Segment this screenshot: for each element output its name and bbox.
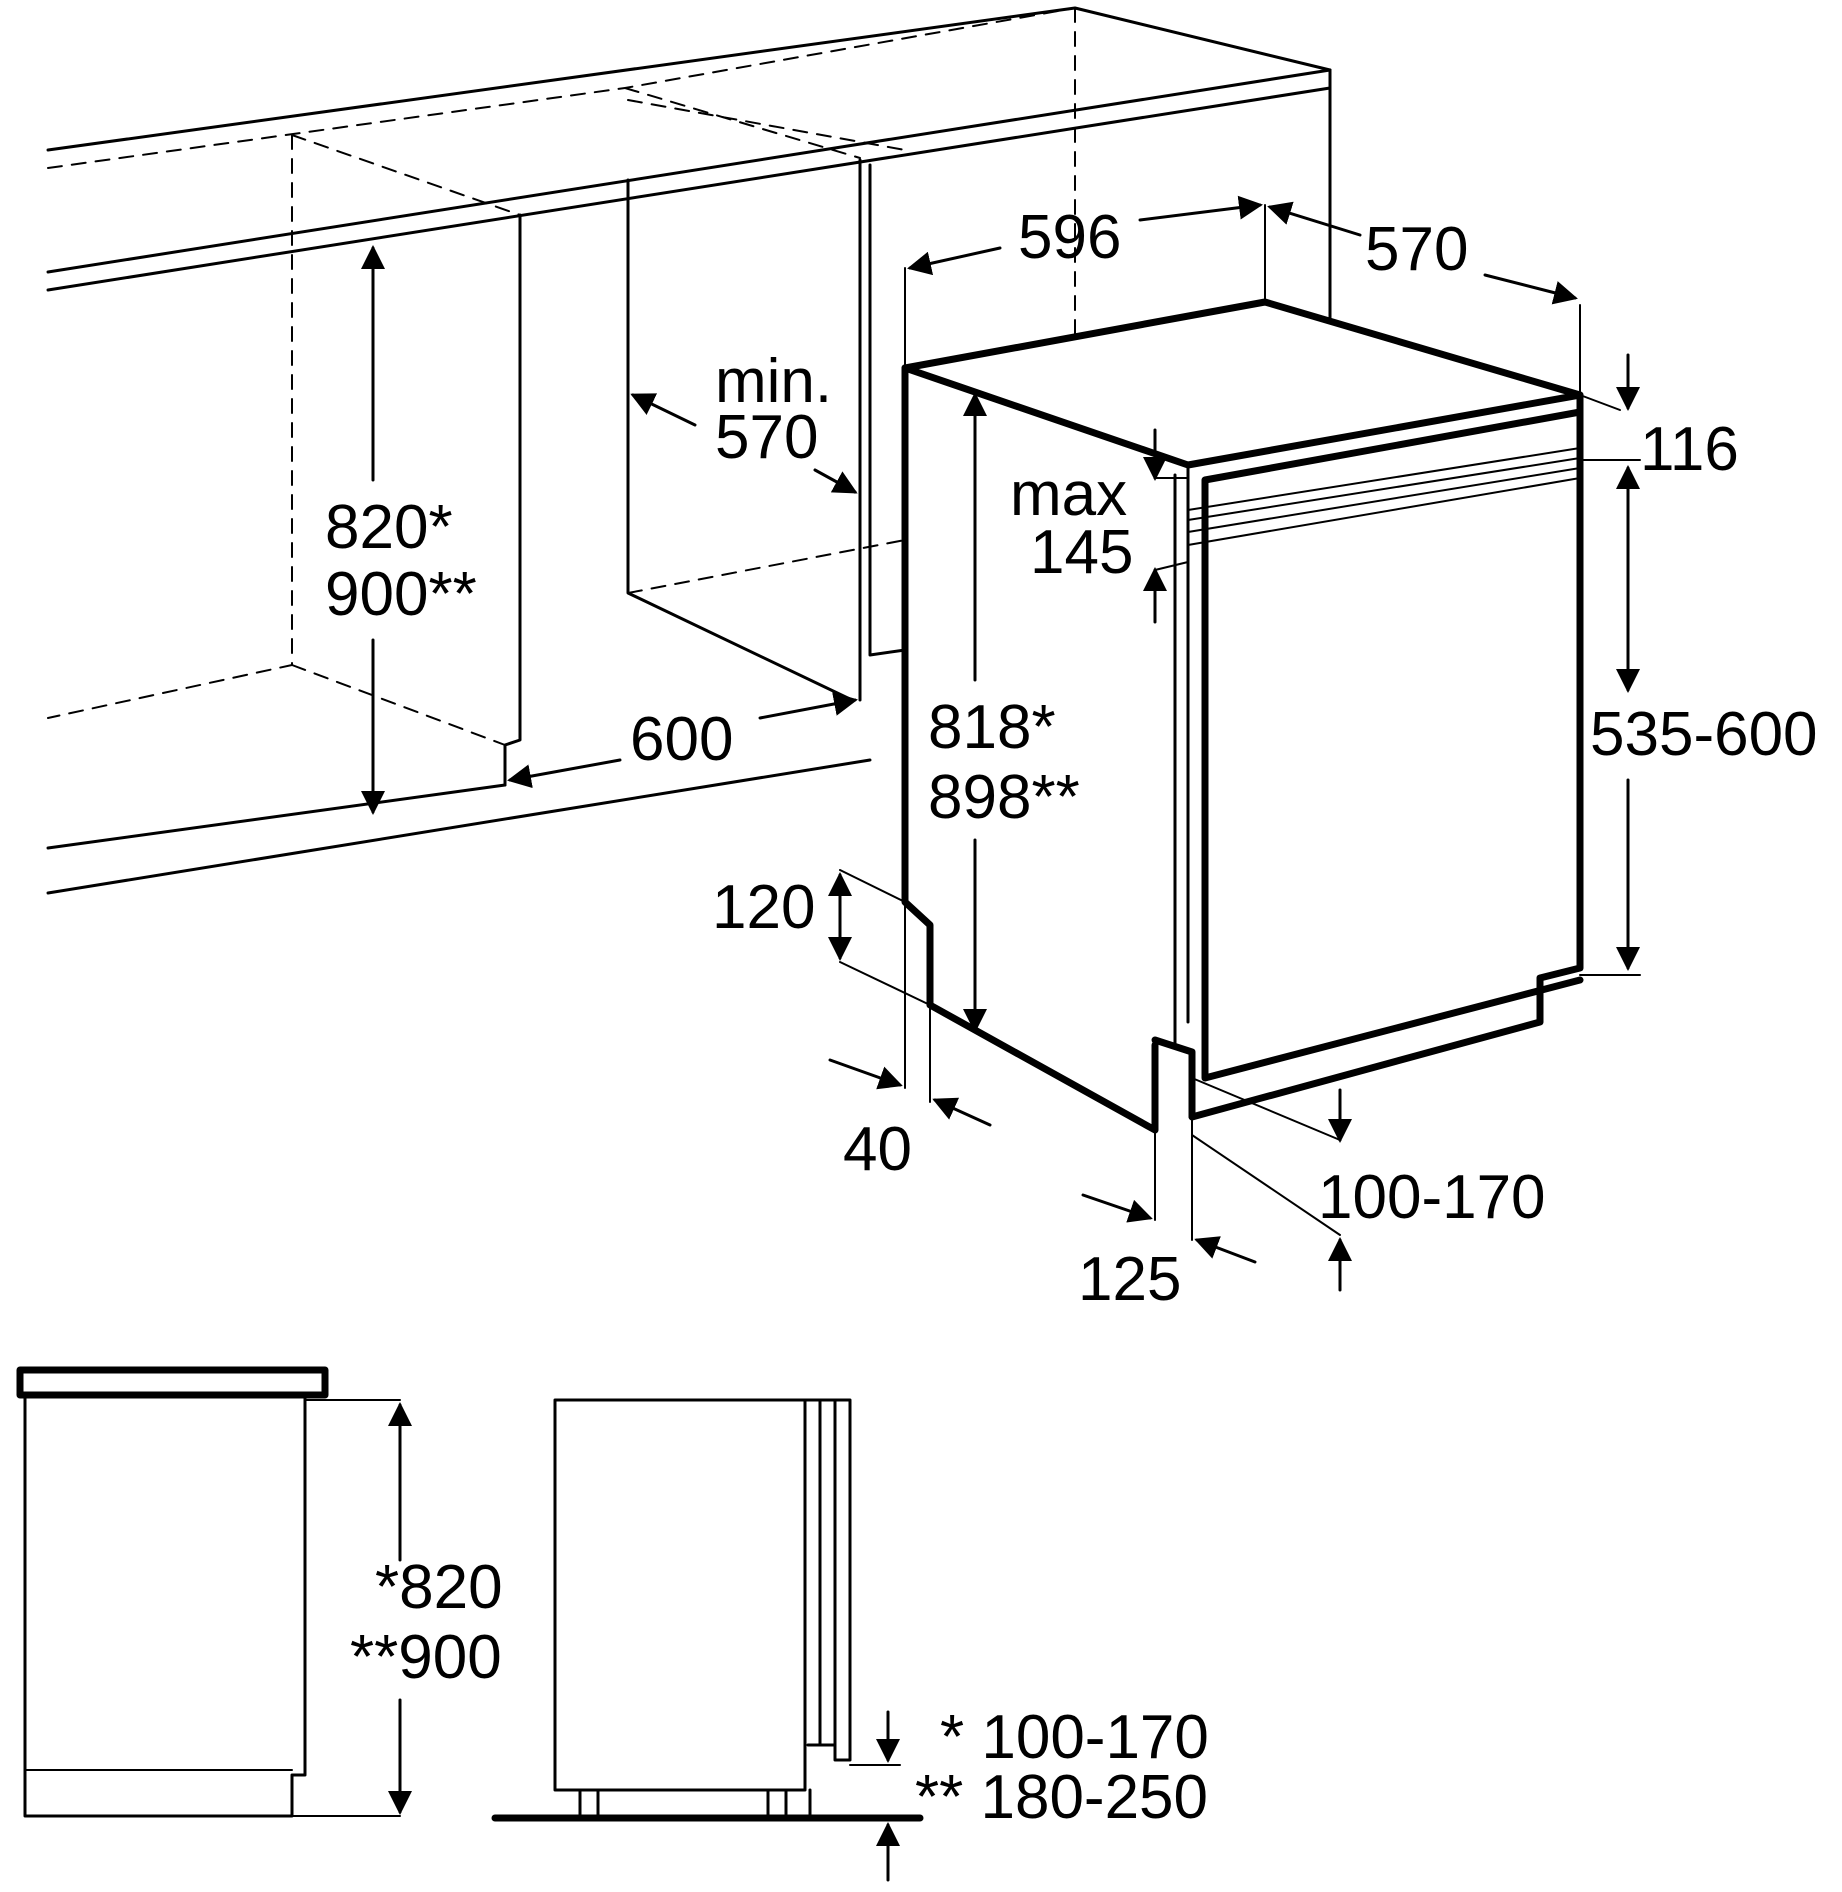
label-foot-height: 120 bbox=[712, 873, 815, 942]
control-strip-line-3 bbox=[1187, 457, 1581, 521]
left-cabinet-hidden-2 bbox=[291, 134, 521, 216]
appliance-body-outline bbox=[553, 1398, 807, 1792]
label-plinth-depth: 125 bbox=[1078, 1245, 1181, 1314]
side-view-with-worktop: *820 **900 bbox=[16, 1366, 503, 1818]
worktop-back-edge bbox=[46, 6, 1332, 152]
plinth-cutout bbox=[1151, 1036, 1196, 1082]
dimension-lines-top bbox=[361, 195, 1641, 1292]
worktop-hidden-edge bbox=[47, 7, 1076, 169]
worktop-front-top-edge bbox=[46, 68, 1332, 274]
left-cabinet-side bbox=[503, 213, 522, 787]
label-niche-depth-1: min. bbox=[715, 347, 832, 416]
appliance-right-side bbox=[1188, 391, 1584, 1121]
label-plinth-range-2: ** 180-250 bbox=[915, 1763, 1208, 1832]
appliance-left-side bbox=[901, 364, 1159, 1134]
left-cabinet-hidden bbox=[47, 134, 293, 719]
dishwasher-appliance bbox=[901, 298, 1584, 1134]
cabinet-outline bbox=[23, 1393, 307, 1818]
label-niche-width: 600 bbox=[630, 705, 733, 774]
label-appliance-height-2: 898** bbox=[928, 763, 1080, 832]
dimension-labels-top: 596 570 116 min. 570 max 145 820* 900** … bbox=[325, 203, 1818, 1314]
label-worktop-gap-1: max bbox=[1010, 460, 1127, 529]
appliance-top-outline bbox=[901, 298, 1584, 469]
floor-front-edge-2 bbox=[46, 758, 872, 895]
left-cabinet-hidden-3 bbox=[291, 664, 506, 746]
control-strip-line-5 bbox=[1187, 477, 1581, 546]
label-appliance-height-1: 818* bbox=[928, 693, 1056, 762]
appliance-front-panel bbox=[1201, 408, 1584, 1082]
control-strip-line-4 bbox=[1187, 467, 1581, 533]
feet bbox=[578, 1788, 812, 1817]
label-worktop-thickness: 116 bbox=[1640, 415, 1739, 484]
worktop-slab bbox=[16, 1366, 329, 1399]
floor-front-edge bbox=[46, 783, 507, 850]
worktop-hidden-edge-2 bbox=[624, 87, 861, 159]
worktop-and-niche bbox=[46, 6, 1332, 895]
niche-hidden-bottom bbox=[627, 539, 906, 594]
label-plinth-height: 100-170 bbox=[1318, 1163, 1546, 1232]
label-panel-height: 535-600 bbox=[1590, 700, 1818, 769]
appliance-side-view: * 100-170 ** 180-250 bbox=[491, 1398, 1209, 1882]
label-width-top: 596 bbox=[1018, 203, 1121, 272]
control-strip-line-1 bbox=[1187, 394, 1581, 466]
label-worktop-gap-2: 145 bbox=[1030, 518, 1133, 587]
label-niche-depth-2: 570 bbox=[715, 403, 818, 472]
niche-hidden-top bbox=[627, 99, 906, 151]
niche-right-panel bbox=[868, 163, 907, 657]
label-side-height-1: *820 bbox=[375, 1553, 503, 1622]
label-plinth-range-1: * 100-170 bbox=[940, 1703, 1209, 1772]
worktop-front-bottom-edge bbox=[46, 86, 1332, 292]
label-niche-height-2: 900** bbox=[325, 560, 477, 629]
plinth-profile bbox=[806, 1743, 852, 1762]
label-foot-setback: 40 bbox=[843, 1115, 912, 1184]
control-strip-line-2 bbox=[1187, 447, 1581, 511]
appliance-door-outline bbox=[803, 1398, 852, 1757]
label-depth-top: 570 bbox=[1365, 215, 1468, 284]
label-niche-height-1: 820* bbox=[325, 493, 453, 562]
label-side-height-2: **900 bbox=[350, 1623, 502, 1692]
